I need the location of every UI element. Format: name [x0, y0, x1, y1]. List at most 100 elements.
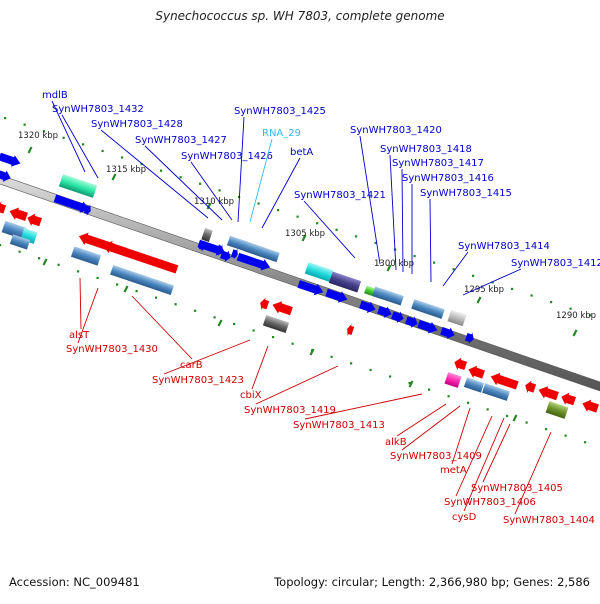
minor-tick [199, 182, 202, 185]
accession-text: Accession: NC_009481 [9, 575, 140, 589]
gene-leader-line [429, 198, 432, 283]
minor-tick [355, 235, 358, 238]
minor-tick [140, 163, 143, 166]
minor-tick [174, 303, 177, 306]
scale-label: 1315 kbp [106, 165, 146, 175]
minor-tick [374, 241, 377, 245]
gene-leader-line [304, 393, 423, 420]
cds-box [9, 234, 31, 250]
minor-tick [408, 382, 411, 385]
forward-gene-arrow [359, 300, 376, 313]
scale-label: 1300 kbp [374, 259, 414, 269]
reverse-gene-arrow [27, 213, 43, 227]
cds-box [244, 241, 280, 263]
cds-box [58, 174, 98, 198]
forward-gene-arrow [377, 306, 392, 318]
forward-gene-label: SynWH7803_1416 [402, 173, 494, 184]
minor-tick [452, 268, 455, 271]
major-tick [111, 173, 117, 181]
minor-tick [589, 314, 592, 317]
forward-gene-arrow [325, 288, 348, 303]
cds-box [463, 377, 485, 393]
forward-gene-label: mdlB [42, 90, 68, 101]
major-tick [572, 329, 578, 337]
cds-box [447, 309, 467, 327]
reverse-gene-label: cbiX [240, 390, 262, 401]
gene-leader-line [514, 431, 552, 515]
gene-leader-line [77, 287, 99, 344]
reverse-gene-arrow [582, 399, 599, 413]
gene-leader-line [442, 251, 469, 287]
minor-tick [272, 336, 275, 339]
major-tick [123, 285, 129, 293]
gene-leader-line [463, 417, 505, 512]
gene-leader-line [255, 365, 339, 405]
minor-tick [155, 296, 158, 299]
forward-gene-arrow [230, 248, 238, 260]
forward-gene-arrow [297, 280, 324, 296]
reverse-gene-label: SynWH7803_1430 [66, 344, 158, 355]
reverse-gene-arrow [561, 392, 577, 406]
genome-backbone-edge [0, 174, 600, 383]
gene-leader-line [79, 277, 82, 330]
minor-tick [316, 222, 319, 225]
forward-gene-label: SynWH7803_1417 [392, 158, 484, 169]
major-tick [408, 380, 414, 388]
major-tick [27, 146, 33, 154]
minor-tick [447, 395, 450, 398]
forward-gene-arrow [464, 332, 474, 344]
minor-tick [57, 263, 60, 266]
forward-gene-arrow [198, 240, 206, 252]
forward-gene-label: SynWH7803_1412 [511, 258, 600, 269]
forward-gene-arrow [391, 311, 404, 323]
minor-tick [4, 117, 7, 120]
reverse-gene-arrow [538, 386, 559, 401]
gene-leader-line [190, 161, 233, 221]
reverse-gene-arrow [0, 201, 7, 214]
reverse-gene-label: SynWH7803_1423 [152, 375, 244, 386]
minor-tick [506, 414, 509, 418]
reverse-gene-label: alsT [69, 330, 90, 341]
cds-box [262, 314, 290, 334]
minor-tick [525, 421, 528, 424]
minor-tick [569, 307, 572, 310]
minor-tick [335, 228, 338, 231]
reverse-gene-label: SynWH7803_1413 [293, 420, 385, 431]
forward-gene-arrow [219, 250, 231, 262]
reverse-gene-label: SynWH7803_1409 [390, 451, 482, 462]
gene-leader-line [462, 268, 522, 296]
cds-box [304, 262, 334, 282]
minor-tick [350, 362, 353, 365]
minor-tick [135, 290, 138, 293]
forward-gene-label: SynWH7803_1432 [52, 104, 144, 115]
reverse-gene-arrow [260, 297, 270, 311]
minor-tick [550, 301, 553, 304]
cds-box [328, 271, 362, 293]
minor-tick [369, 368, 372, 372]
reverse-gene-arrow [272, 301, 293, 316]
minor-tick [564, 434, 567, 437]
forward-gene-label: RNA_29 [262, 128, 301, 139]
forward-gene-label: SynWH7803_1425 [234, 106, 326, 117]
major-tick [301, 234, 307, 242]
cds-box [372, 286, 404, 306]
reverse-gene-label: carB [180, 360, 203, 371]
cds-box [482, 383, 510, 401]
gene-leader-line [451, 407, 471, 465]
minor-tick [530, 294, 533, 297]
minor-tick [584, 441, 587, 444]
cds-box [201, 228, 213, 242]
major-tick [476, 296, 482, 304]
scale-label: 1290 kbp [556, 311, 596, 321]
minor-tick [0, 244, 2, 247]
gene-leader-line [455, 415, 493, 497]
gene-leader-line [482, 423, 511, 483]
gene-leader-line [401, 168, 404, 273]
map-title: Synechococcus sp. WH 7803, complete geno… [155, 9, 445, 23]
forward-gene-label: SynWH7803_1427 [135, 135, 227, 146]
forward-gene-label: SynWH7803_1426 [181, 151, 273, 162]
minor-tick [96, 276, 99, 280]
reverse-gene-arrow [103, 240, 179, 274]
reverse-gene-label: alkB [385, 437, 407, 448]
